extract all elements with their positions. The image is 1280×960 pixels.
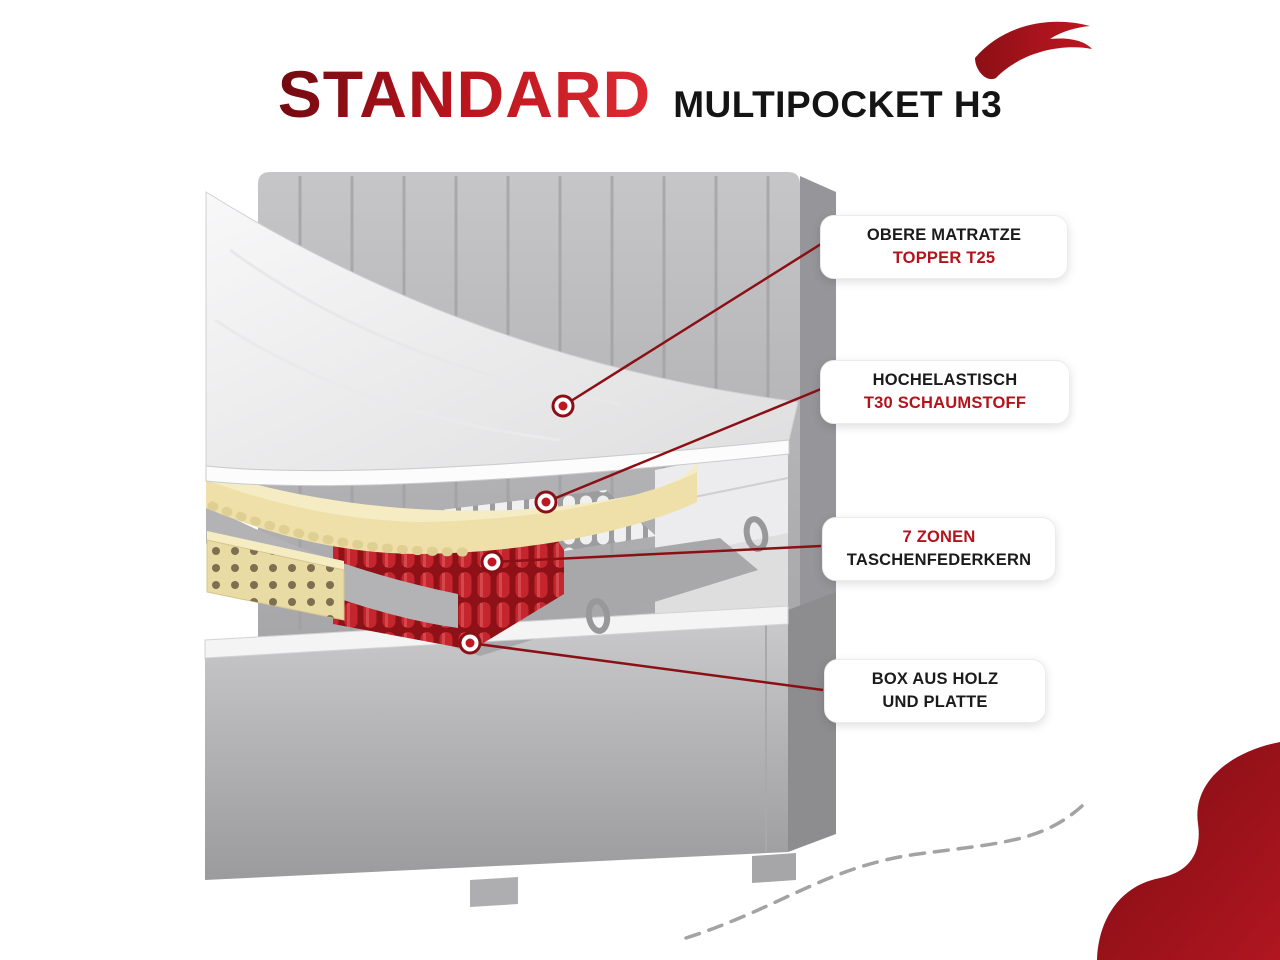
decor-swoosh-top-right [975,21,1092,80]
callout-dot-icon [551,394,575,418]
title-main: STANDARD [277,57,652,131]
title-subtitle: MULTIPOCKET H3 [673,84,1003,125]
callout-springs: 7 ZONEN TASCHENFEDERKERN [822,517,1056,582]
callout-dot-icon [534,490,558,514]
page-title: STANDARD MULTIPOCKET H3 [0,56,1280,132]
connector-line-box [469,641,824,692]
topper-layer [205,191,799,487]
bed-feet [470,853,796,907]
connector-line-foam [545,387,822,504]
callout-topper: OBERE MATRATZE TOPPER T25 [820,215,1068,280]
decor-dashed-curve [684,804,1084,940]
callout-line: UND PLATTE [882,693,988,712]
callout-line-emphasis: T30 SCHAUMSTOFF [863,394,1027,413]
callout-line-emphasis: TOPPER T25 [892,249,996,268]
callout-line: OBERE MATRATZE [866,226,1022,244]
connector-line-topper [562,242,822,408]
callout-box: BOX AUS HOLZ UND PLATTE [824,659,1046,724]
callout-line: TASCHENFEDERKERN [846,551,1032,570]
callout-connector-lines [469,242,824,692]
foam-layer [206,462,697,557]
latex-layer [206,531,345,621]
connector-line-springs [491,544,822,564]
callout-line: BOX AUS HOLZ [871,670,999,688]
callout-dot-icon [458,631,482,655]
callout-line-emphasis: 7 ZONEN [902,528,976,546]
box-front-face [205,622,788,880]
decor-blob-bottom-right [1097,742,1280,960]
callout-line: HOCHELASTISCH [872,371,1018,389]
box-base [205,592,836,880]
callout-dot-icon [480,550,504,574]
callout-foam: HOCHELASTISCH T30 SCHAUMSTOFF [820,360,1070,425]
box-side-face [788,592,836,852]
